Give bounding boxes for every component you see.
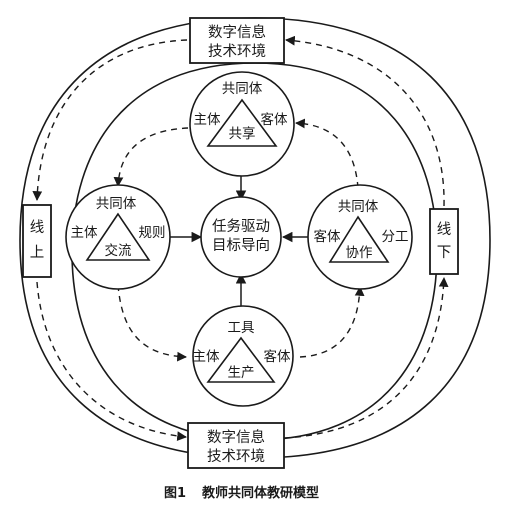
env-box-bottom: 数字信息 技术环境 <box>187 422 285 469</box>
right-division-label: 分工 <box>382 229 409 245</box>
inner-flow-top-to-left <box>113 127 189 187</box>
center-node: 任务驱动 目标导向 <box>200 196 282 278</box>
env-top-line1: 数字信息 <box>208 24 266 41</box>
right-node: 共同体 客体 分工 协作 <box>307 184 413 290</box>
inner-flow-bottom-to-right <box>299 286 365 358</box>
outer-flow-bottom-right <box>283 277 449 439</box>
right-community-label: 共同体 <box>338 199 379 215</box>
left-rule-label: 规则 <box>139 225 166 241</box>
bottom-subject-label: 主体 <box>193 349 220 365</box>
offline-line2: 下 <box>437 245 452 261</box>
figure-caption: 图1 教师共同体教研模型 <box>164 485 319 501</box>
offline-line1: 线 <box>437 221 452 238</box>
outer-flow-top-right <box>285 35 445 207</box>
bottom-node: 工具 主体 客体 生产 <box>192 305 294 407</box>
offline-box: 线 下 <box>429 208 459 275</box>
right-object-label: 客体 <box>314 228 341 245</box>
center-line1: 任务驱动 <box>212 218 270 235</box>
online-line2: 上 <box>30 244 45 261</box>
env-bottom-line2: 技术环境 <box>207 447 265 465</box>
bottom-tool-label: 工具 <box>228 320 255 336</box>
top-subject-label: 主体 <box>194 112 221 128</box>
center-line2: 目标导向 <box>212 237 270 254</box>
left-triangle <box>85 212 151 261</box>
bottom-core-label: 生产 <box>228 365 255 381</box>
left-subject-label: 主体 <box>71 225 98 241</box>
top-community-label: 共同体 <box>222 81 263 97</box>
env-top-line2: 技术环境 <box>208 42 266 60</box>
bottom-object-label: 客体 <box>264 348 291 365</box>
top-triangle <box>206 98 278 147</box>
bottom-triangle <box>206 336 276 383</box>
caption-figure-number: 图1 <box>164 486 186 501</box>
right-triangle <box>328 215 390 263</box>
env-box-top: 数字信息 技术环境 <box>189 17 285 64</box>
outer-flow-top-left <box>32 39 188 201</box>
left-core-label: 交流 <box>105 242 132 259</box>
top-object-label: 客体 <box>261 111 288 128</box>
left-community-label: 共同体 <box>96 196 137 212</box>
outer-flow-bottom-left <box>36 281 187 441</box>
left-node: 共同体 主体 规则 交流 <box>65 184 171 290</box>
online-line1: 线 <box>30 219 45 236</box>
inner-flow-left-to-bottom <box>117 284 187 362</box>
online-box: 线 上 <box>22 204 52 278</box>
top-node: 共同体 主体 客体 共享 <box>189 71 295 177</box>
caption-title: 教师共同体教研模型 <box>201 485 319 501</box>
inner-flow-right-to-top <box>295 118 359 189</box>
right-core-label: 协作 <box>346 245 373 261</box>
top-core-label: 共享 <box>229 125 256 142</box>
env-bottom-line1: 数字信息 <box>207 429 265 446</box>
